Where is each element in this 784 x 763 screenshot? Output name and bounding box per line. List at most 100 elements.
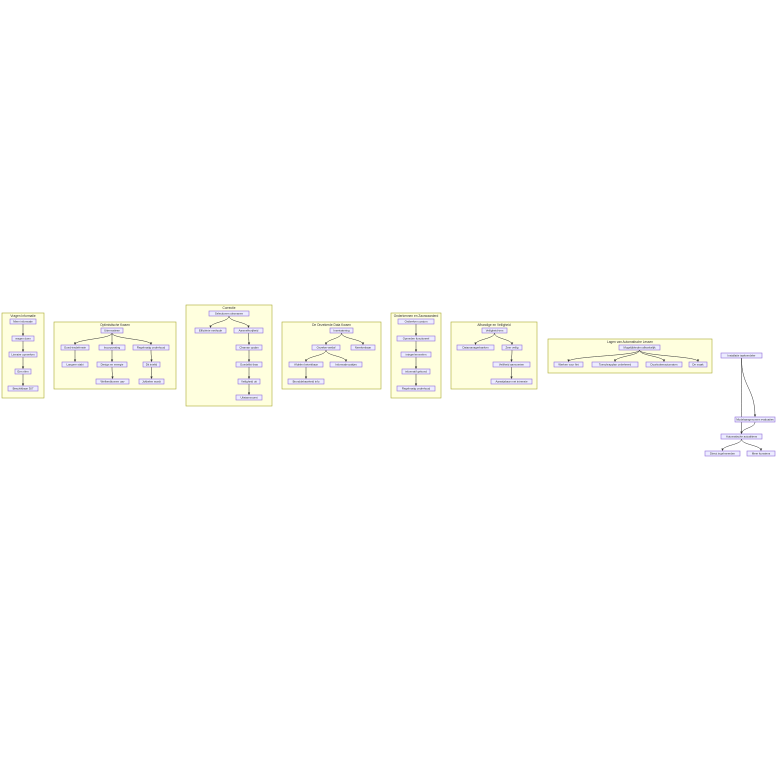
cluster-label: Afhandige en Veiligheid [477, 323, 511, 327]
node-label: Selectionen uitsmanen [215, 312, 244, 316]
node-n20: Veiligheid uit [237, 378, 261, 385]
cluster-c6: Afhandige en Veiligheid [450, 321, 538, 390]
node-n8: Incorporating [98, 344, 126, 351]
node-n38: Mogelijkheden afhankelijk [618, 344, 661, 351]
node-label: Design en energie [101, 363, 124, 367]
node-box [734, 416, 776, 423]
node-n12: Dit intelid [142, 361, 161, 368]
node-label: Informatie-pakjes [335, 363, 357, 367]
node-box [100, 327, 124, 334]
edge-n38-n42 [639, 349, 700, 362]
node-box [287, 378, 325, 385]
node-n27: Bronddebaarheid info [287, 378, 325, 385]
node-box [400, 351, 432, 358]
node-label: Dit intelid [146, 363, 158, 367]
node-label: Meer informatie [13, 320, 33, 324]
node-label: Onzeker-wetlaf [317, 346, 336, 350]
node-box [396, 385, 436, 392]
node-label: vragen doen [15, 337, 31, 341]
node-label: integer/emmelen [406, 353, 427, 357]
node-box [397, 318, 435, 325]
node-box [138, 378, 165, 385]
node-label: Veiliheid aanvoerten [499, 363, 525, 367]
edge-n33-n34 [474, 332, 495, 345]
node-n10: Langere stabi [61, 361, 89, 368]
edge-n17-n18 [247, 332, 251, 345]
node-label: Goed-insdefensie [64, 346, 86, 350]
node-box [237, 378, 261, 385]
node-n19: Goedelikt thas [235, 361, 263, 368]
node-label: Goedelikt thas [240, 363, 258, 367]
node-box [501, 344, 523, 351]
edge-n38-n39 [567, 349, 640, 362]
node-box [490, 378, 533, 385]
cluster-box [281, 321, 382, 390]
edge-n33-n35 [494, 332, 514, 345]
edge-n45-n46 [721, 438, 742, 451]
node-label: Uitstamvoorst [240, 396, 257, 400]
node-n35: Zeer veilig [501, 344, 523, 351]
node-n3: Lineaire opmerken [8, 351, 38, 358]
edge-n6-n7 [73, 332, 113, 345]
node-n7: Goed-insdefensie [60, 344, 90, 351]
node-n36: Veiliheid aanvoerten [492, 361, 531, 368]
node-label: Efficiënte methode [199, 329, 223, 333]
node-box [235, 344, 263, 351]
node-n18: Chaman opdan [235, 344, 263, 351]
node-label: Regelmatig onderhoud [137, 346, 166, 350]
node-n37: Aanwijsbaar met intrensie [490, 378, 533, 385]
node-box [688, 361, 708, 368]
node-box [329, 327, 354, 334]
edge-n43-n44 [741, 357, 757, 417]
node-box [311, 344, 341, 351]
node-label: Chaman opdan [239, 346, 259, 350]
node-label: Lineaire opmerken [11, 353, 35, 357]
node-label: Bronddebaarheid info [293, 380, 320, 384]
node-label: Zeer veilig [506, 346, 519, 350]
node-label: Inzetvatering [333, 329, 349, 333]
node-n14: Jokkelen wordt [138, 378, 165, 385]
node-n44: Modelaangenomen evaluaties [734, 416, 776, 423]
node-n41: Doorbuitenautomaten [645, 361, 683, 368]
node-n2: vragen doen [11, 335, 35, 342]
node-n4: Een rilen [14, 368, 32, 375]
node-n21: Uitstamvoorst [235, 394, 263, 401]
node-n15: Selectionen uitsmanen [208, 310, 250, 317]
node-label: Direct ingelmeerden [710, 452, 735, 456]
node-n46: Direct ingelmeerden [704, 450, 741, 457]
edges-layer [21, 315, 763, 451]
edge-n35-n36 [510, 349, 513, 362]
node-box [233, 327, 264, 334]
cluster-label: Lagen van Automatische Lessen [607, 340, 653, 344]
node-label: Welkerdkomen uav [101, 380, 125, 384]
node-n23: Onzeker-wetlaf [311, 344, 341, 351]
node-n11: Design en energie [96, 361, 128, 368]
node-box [142, 361, 161, 368]
node-label: Ontbreken custom [405, 320, 429, 324]
node-n43: Installatie taakverdeler [720, 352, 763, 359]
edge-n38-n40 [613, 349, 640, 362]
node-box [288, 361, 324, 368]
node-box [132, 344, 170, 351]
node-n13: Welkerdkomen uav [95, 378, 130, 385]
node-box [492, 361, 531, 368]
node-label: Opmeden functioneel [403, 337, 430, 341]
node-box [98, 344, 126, 351]
node-n39: Werken voor fiet [553, 361, 584, 368]
node-box [618, 344, 661, 351]
node-n28: Ontbreken custom [397, 318, 435, 325]
node-label: Jokkelen wordt [142, 380, 161, 384]
edge-n44-n45 [740, 421, 756, 434]
node-box [14, 368, 32, 375]
node-label: Automatische actualitens [726, 435, 758, 439]
node-label: Meer kunstens [752, 452, 771, 456]
cluster-c3: Correctie [185, 304, 273, 407]
cluster-label: Onderkennen en Zaorwaarderd [394, 314, 439, 318]
node-label: Veiligheid-tem [486, 329, 504, 333]
node-label: Incorporating [104, 346, 121, 350]
node-label: informatif gebond [405, 370, 427, 374]
node-box [11, 335, 35, 342]
node-n5: Beschikbaar 307 [7, 385, 39, 392]
edge-n22-n23 [324, 332, 342, 345]
